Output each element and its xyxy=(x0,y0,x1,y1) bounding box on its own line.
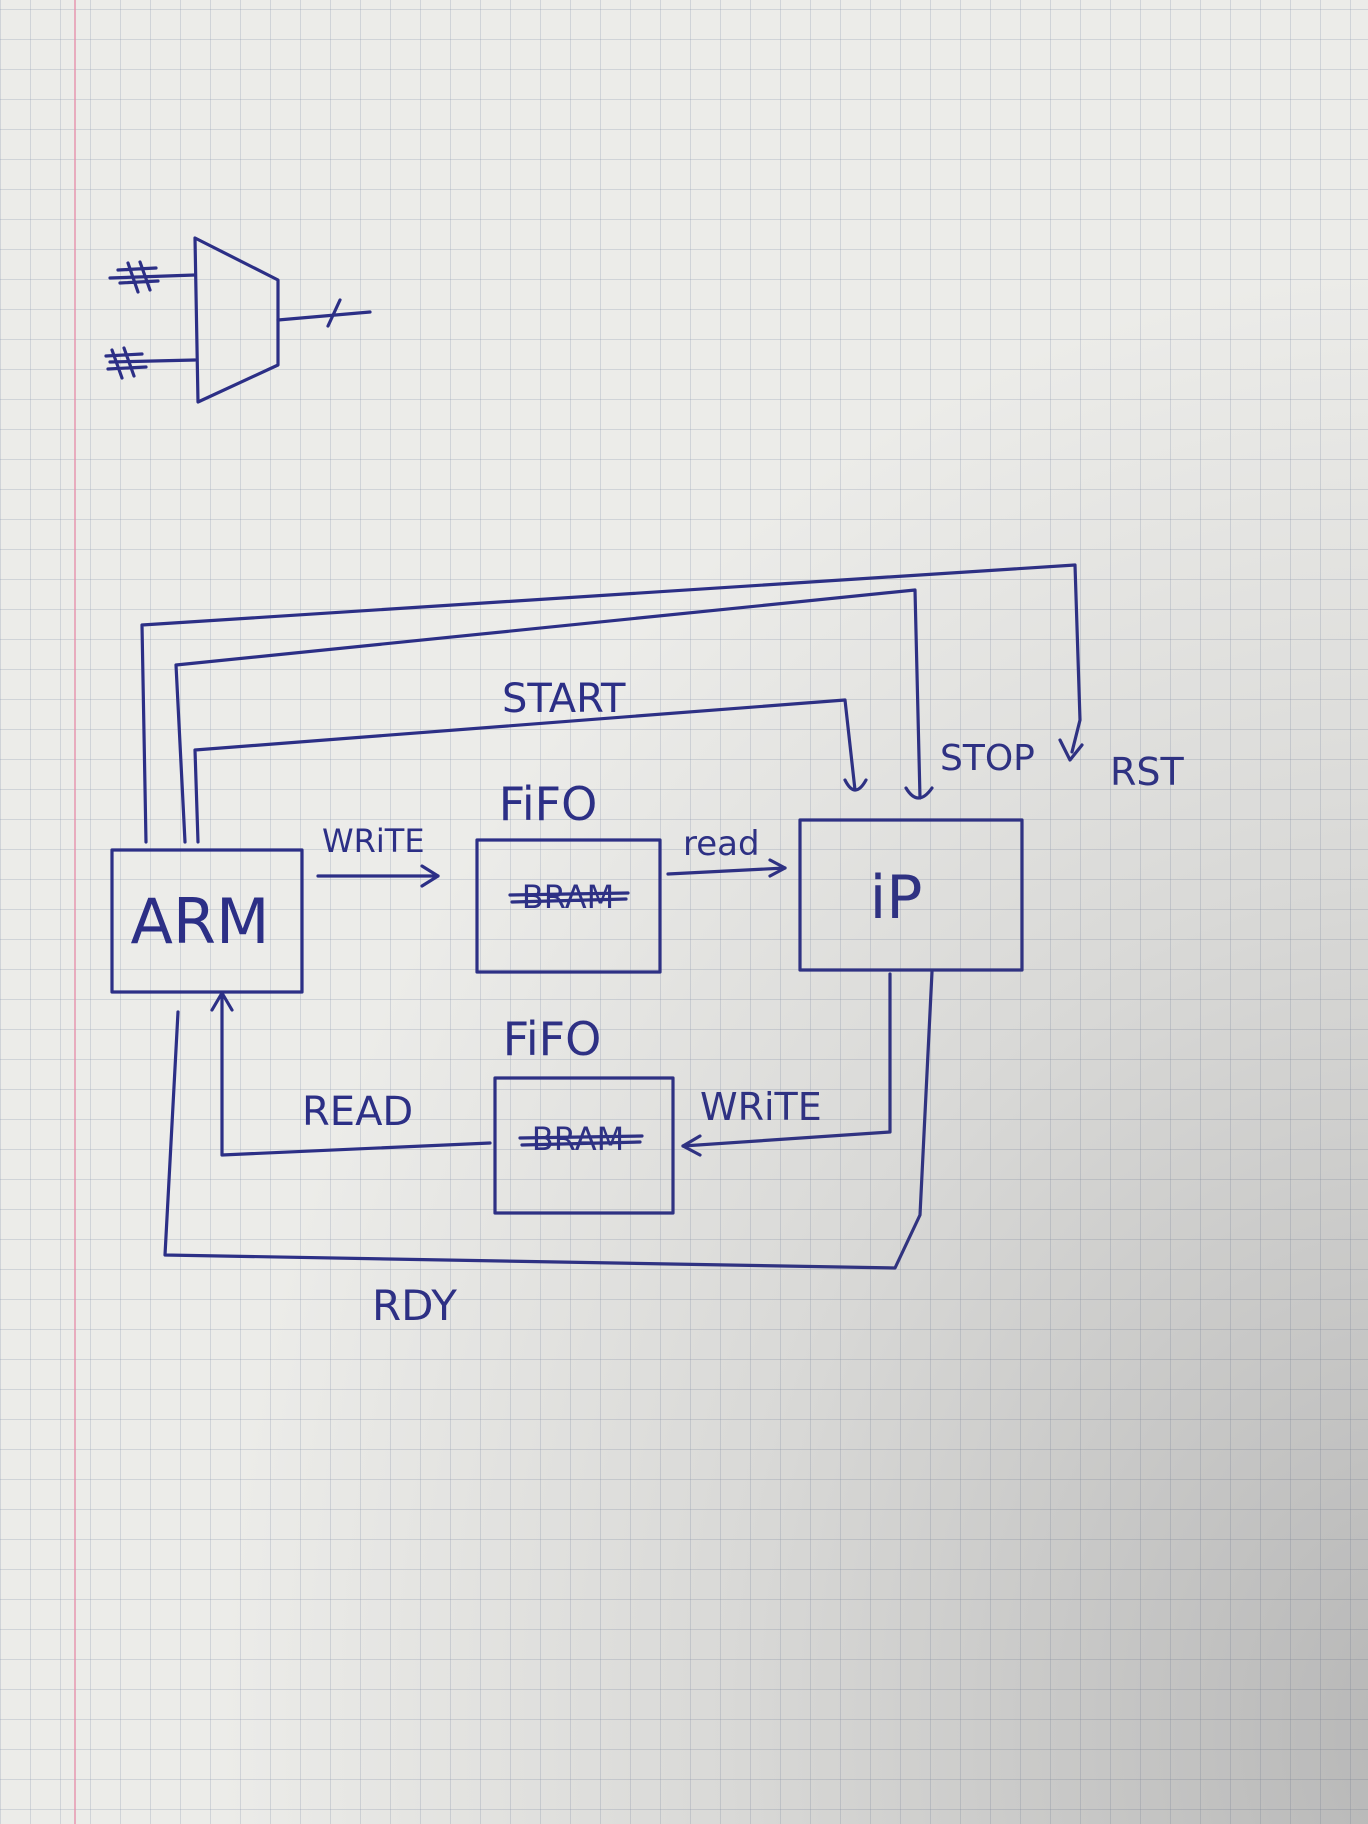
write-arm-wire xyxy=(316,864,440,888)
rdy-wire xyxy=(163,970,934,1270)
read-ip-wire xyxy=(666,858,787,878)
read-ip-label: read xyxy=(683,824,760,864)
rdy-label: RDY xyxy=(372,1281,457,1330)
fifo-top-title: FiFO xyxy=(499,777,598,831)
stop-label: STOP xyxy=(940,738,1035,779)
rst-wire xyxy=(140,563,1084,844)
start-wire xyxy=(193,698,868,844)
ip-label: iP xyxy=(870,863,923,933)
fifo-bottom-title: FiFO xyxy=(503,1012,602,1066)
fifo-top-block xyxy=(475,838,662,974)
fifo-top-struck-text: BRAM xyxy=(522,878,614,916)
read-arm-wire xyxy=(210,991,492,1157)
fifo-bottom-block xyxy=(493,1076,675,1215)
arm-block xyxy=(110,848,304,994)
stop-wire xyxy=(174,588,934,844)
write-ip-label: WRiTE xyxy=(700,1085,822,1129)
ip-block xyxy=(798,818,1024,972)
write-ip-wire xyxy=(681,972,892,1157)
read-arm-label: READ xyxy=(302,1089,413,1135)
arm-label: ARM xyxy=(131,885,270,958)
rst-label: RST xyxy=(1110,750,1185,794)
fifo-bottom-strike xyxy=(518,1134,644,1147)
start-label: START xyxy=(502,676,626,722)
fifo-top-strike xyxy=(508,891,630,904)
mux-symbol xyxy=(104,236,372,404)
write-arm-label: WRiTE xyxy=(322,822,425,860)
